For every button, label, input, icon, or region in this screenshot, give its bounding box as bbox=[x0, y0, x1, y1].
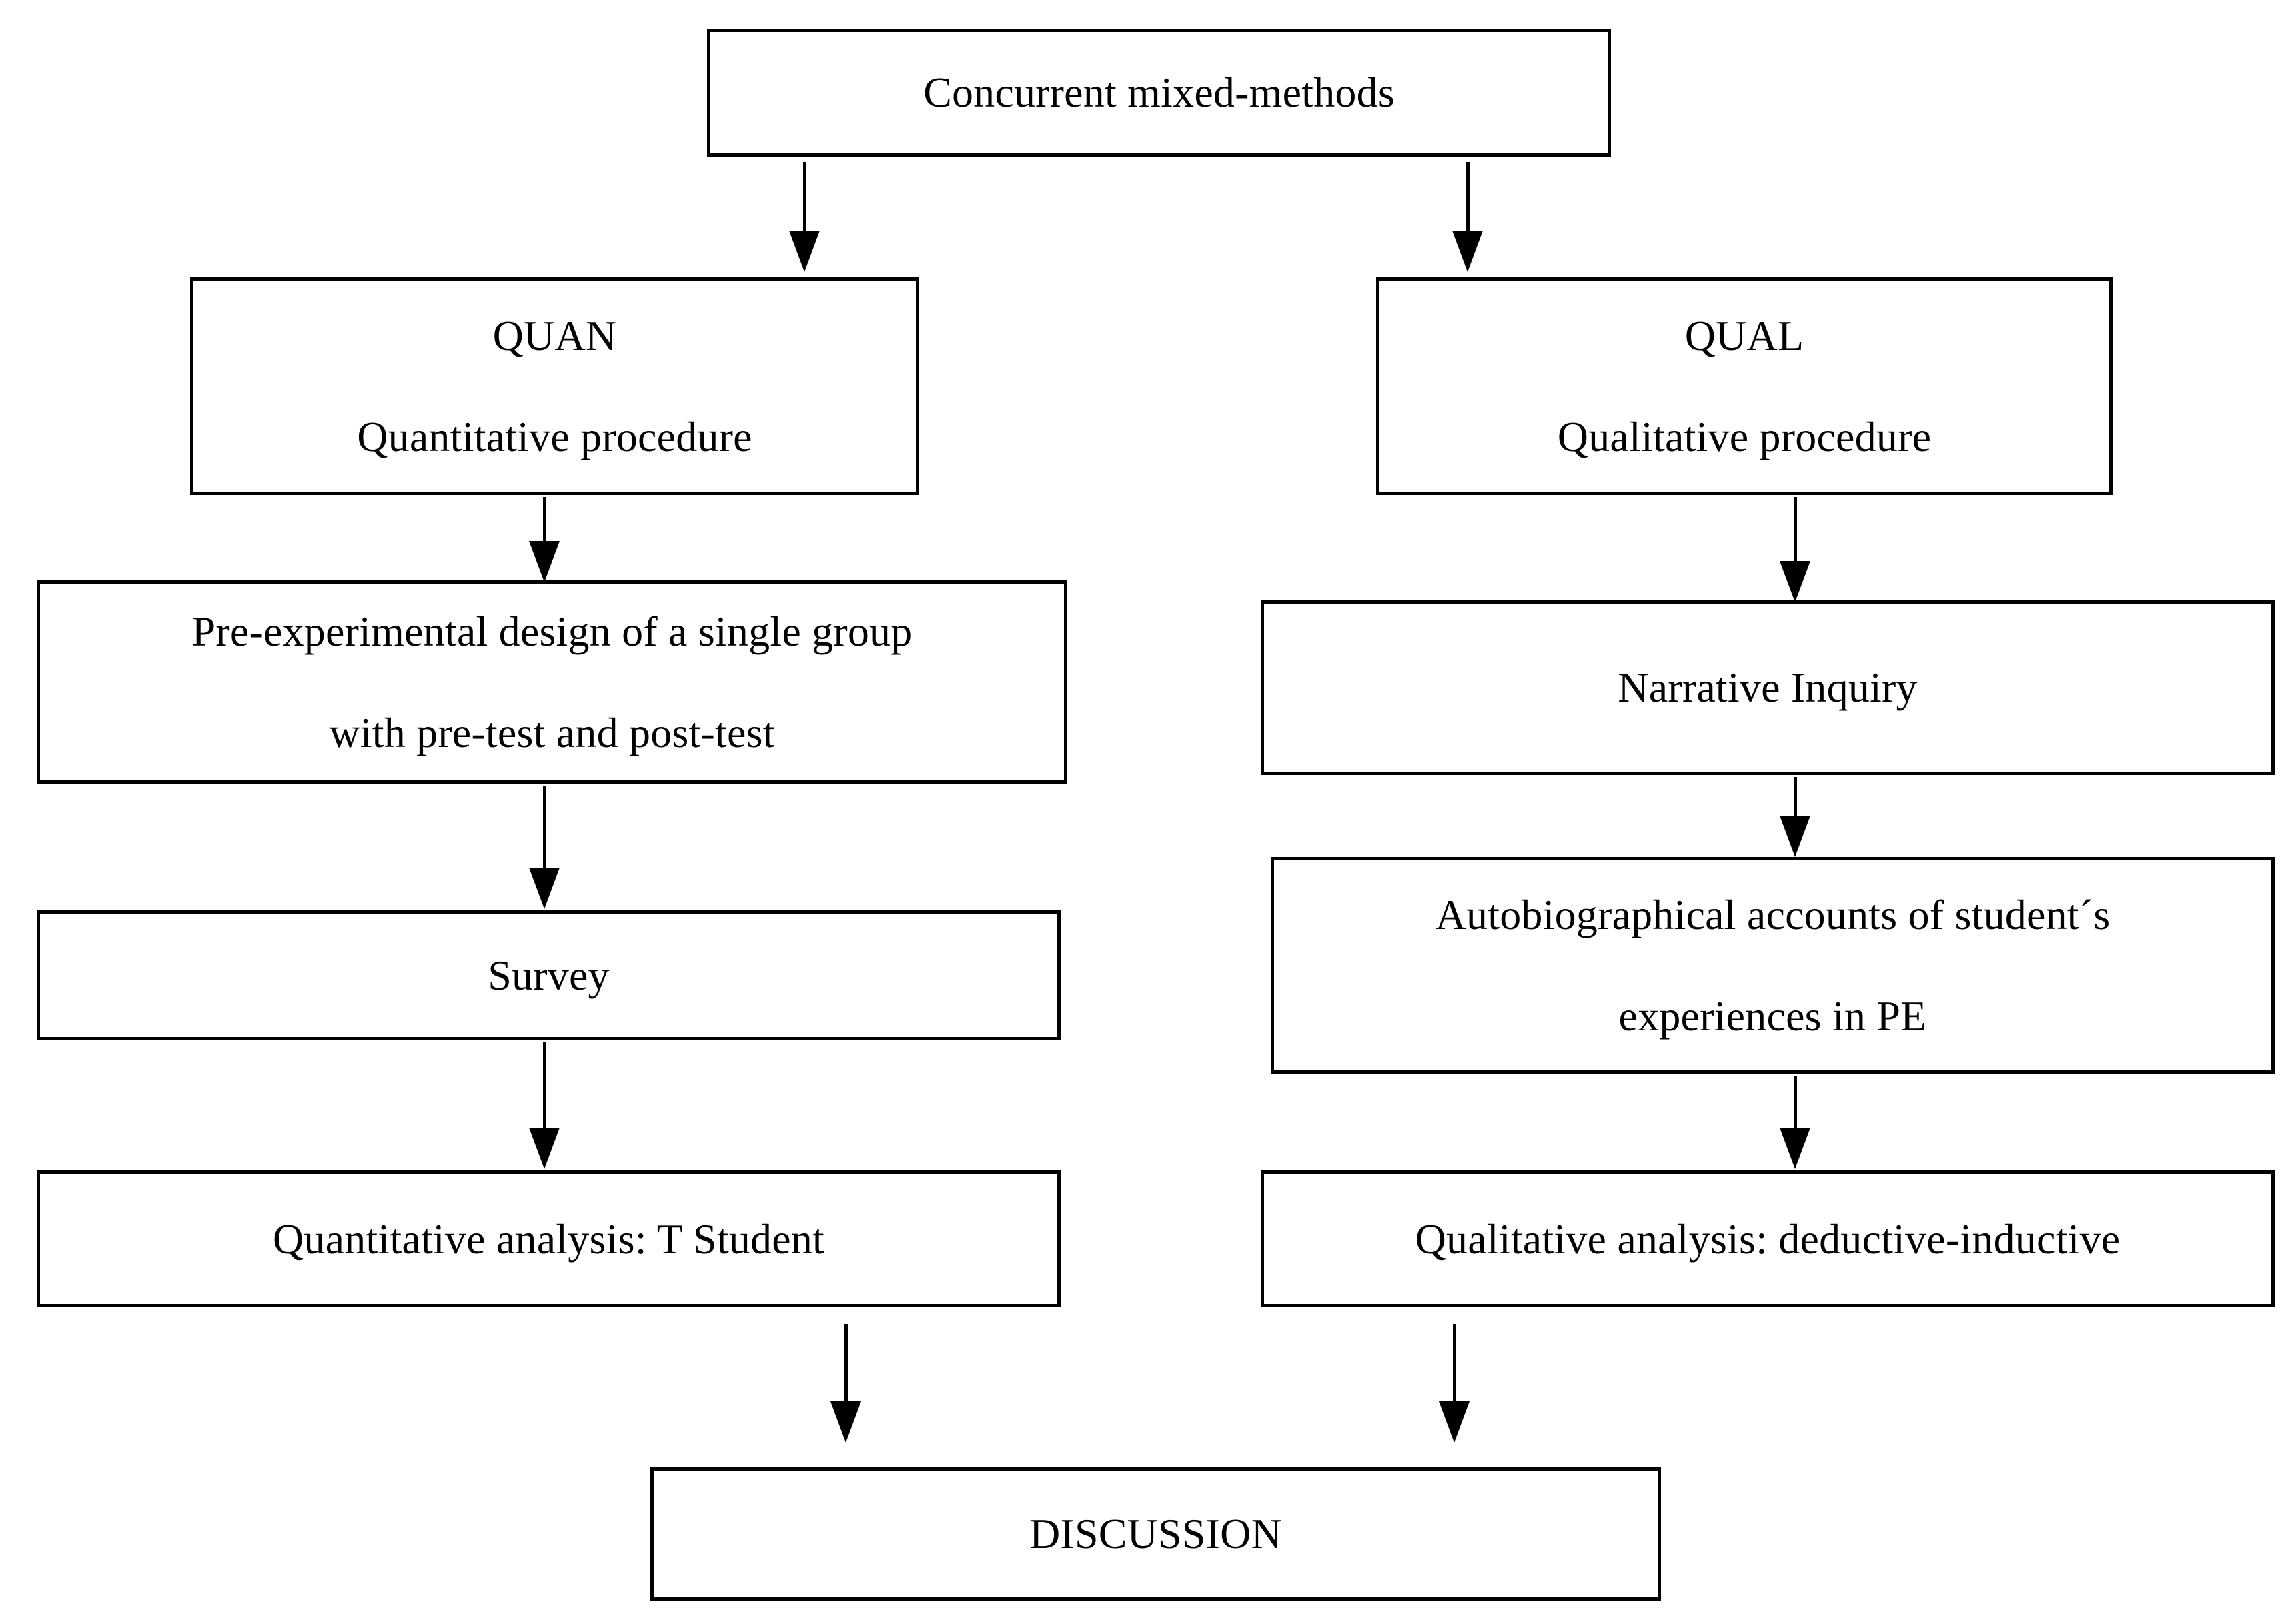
node-label-secondary: experiences in PE bbox=[1618, 992, 1927, 1040]
arrow-shaft bbox=[1466, 162, 1470, 237]
arrow-shaft bbox=[542, 1042, 546, 1132]
arrow-shaft bbox=[1452, 1324, 1456, 1405]
node-label: Qualitative analysis: deductive-inductiv… bbox=[1415, 1215, 2121, 1263]
arrow-head bbox=[1439, 1401, 1470, 1443]
node-label: Survey bbox=[488, 951, 610, 999]
arrow-shaft bbox=[1793, 777, 1797, 821]
arrow-head bbox=[529, 541, 560, 582]
arrow-head bbox=[789, 231, 820, 272]
arrow-head bbox=[1780, 816, 1810, 857]
arrow-shaft bbox=[802, 162, 806, 237]
arrow-pre-experimental-to-survey bbox=[529, 786, 560, 909]
arrow-shaft bbox=[542, 497, 546, 549]
arrow-head bbox=[529, 1128, 560, 1169]
arrow-head bbox=[830, 1401, 861, 1443]
arrow-root-to-qual bbox=[1452, 162, 1483, 272]
node-label: Quantitative analysis: T Student bbox=[272, 1215, 825, 1263]
node-label-primary: Autobiographical accounts of student´s bbox=[1435, 891, 2111, 939]
node-label-primary: QUAN bbox=[492, 311, 617, 359]
arrow-head bbox=[1452, 231, 1483, 272]
arrow-shaft bbox=[844, 1324, 848, 1405]
node-label: Concurrent mixed-methods bbox=[923, 69, 1395, 117]
arrow-narrative-inquiry-to-autobiographical bbox=[1780, 777, 1810, 857]
node-quan: QUAN Quantitative procedure bbox=[190, 277, 919, 495]
arrow-quan-to-pre-experimental bbox=[529, 497, 560, 582]
node-narrative-inquiry: Narrative Inquiry bbox=[1261, 600, 2275, 775]
node-concurrent-mixed-methods: Concurrent mixed-methods bbox=[707, 29, 1611, 157]
arrow-shaft bbox=[1793, 1076, 1797, 1132]
arrow-head bbox=[1780, 561, 1810, 602]
arrow-head bbox=[1780, 1128, 1810, 1169]
node-autobiographical-accounts: Autobiographical accounts of student´s e… bbox=[1271, 857, 2275, 1074]
arrow-shaft bbox=[1793, 497, 1797, 567]
node-label-secondary: Qualitative procedure bbox=[1557, 413, 1932, 460]
node-qualitative-analysis: Qualitative analysis: deductive-inductiv… bbox=[1261, 1170, 2275, 1307]
node-label-secondary: Quantitative procedure bbox=[357, 413, 752, 460]
node-label-primary: Pre-experimental design of a single grou… bbox=[191, 608, 913, 656]
arrow-head bbox=[529, 868, 560, 909]
arrow-shaft bbox=[542, 786, 546, 872]
node-label-primary: QUAL bbox=[1684, 311, 1804, 359]
arrow-qual-analysis-to-discussion bbox=[1439, 1324, 1470, 1443]
arrow-survey-to-quant-analysis bbox=[529, 1042, 560, 1169]
node-label-secondary: with pre-test and post-test bbox=[329, 708, 775, 756]
arrow-quant-analysis-to-discussion bbox=[830, 1324, 861, 1443]
arrow-qual-to-narrative-inquiry bbox=[1780, 497, 1810, 602]
node-survey: Survey bbox=[37, 910, 1061, 1040]
node-label: Narrative Inquiry bbox=[1618, 664, 1918, 712]
node-qual: QUAL Qualitative procedure bbox=[1376, 277, 2113, 495]
arrow-autobiographical-to-qual-analysis bbox=[1780, 1076, 1810, 1169]
node-quantitative-analysis: Quantitative analysis: T Student bbox=[37, 1170, 1061, 1307]
node-discussion: DISCUSSION bbox=[650, 1467, 1661, 1601]
node-label: DISCUSSION bbox=[1029, 1510, 1282, 1558]
node-pre-experimental-design: Pre-experimental design of a single grou… bbox=[37, 580, 1067, 784]
arrow-root-to-quan bbox=[789, 162, 820, 272]
